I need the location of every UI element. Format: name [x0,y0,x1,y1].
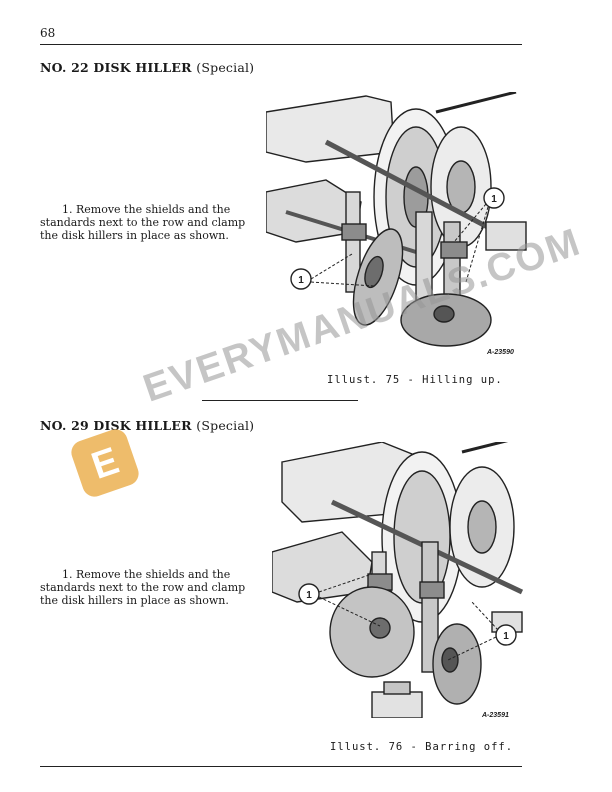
illustration-barring-off: 1 1 [272,442,524,718]
page-number: 68 [40,26,56,40]
figure-code: A-23590 [487,349,514,356]
heading-note: (Special) [196,418,255,433]
illustration-hilling-up: 1 1 [266,92,527,347]
callout-label: 1 [306,590,312,601]
heading-title: NO. 22 DISK HILLER [40,60,192,75]
step-text: 1. Remove the shields and the standards … [40,568,246,607]
header-rule [40,44,522,45]
footer-rule [40,766,522,767]
figure-code: A-23591 [482,712,509,719]
heading-note: (Special) [196,60,255,75]
step-text: 1. Remove the shields and the standards … [40,203,246,242]
callout-label: 1 [298,275,304,286]
callout-label: 1 [503,631,509,642]
watermark-logo-icon: E [71,429,139,497]
section-divider [202,400,358,401]
figure-caption: Illust. 75 - Hilling up. [327,374,503,386]
section-heading: NO. 29 DISK HILLER (Special) [40,418,254,433]
callout-label: 1 [491,194,497,205]
heading-title: NO. 29 DISK HILLER [40,418,192,433]
section-heading: NO. 22 DISK HILLER (Special) [40,60,254,75]
figure-caption: Illust. 76 - Barring off. [330,741,514,753]
